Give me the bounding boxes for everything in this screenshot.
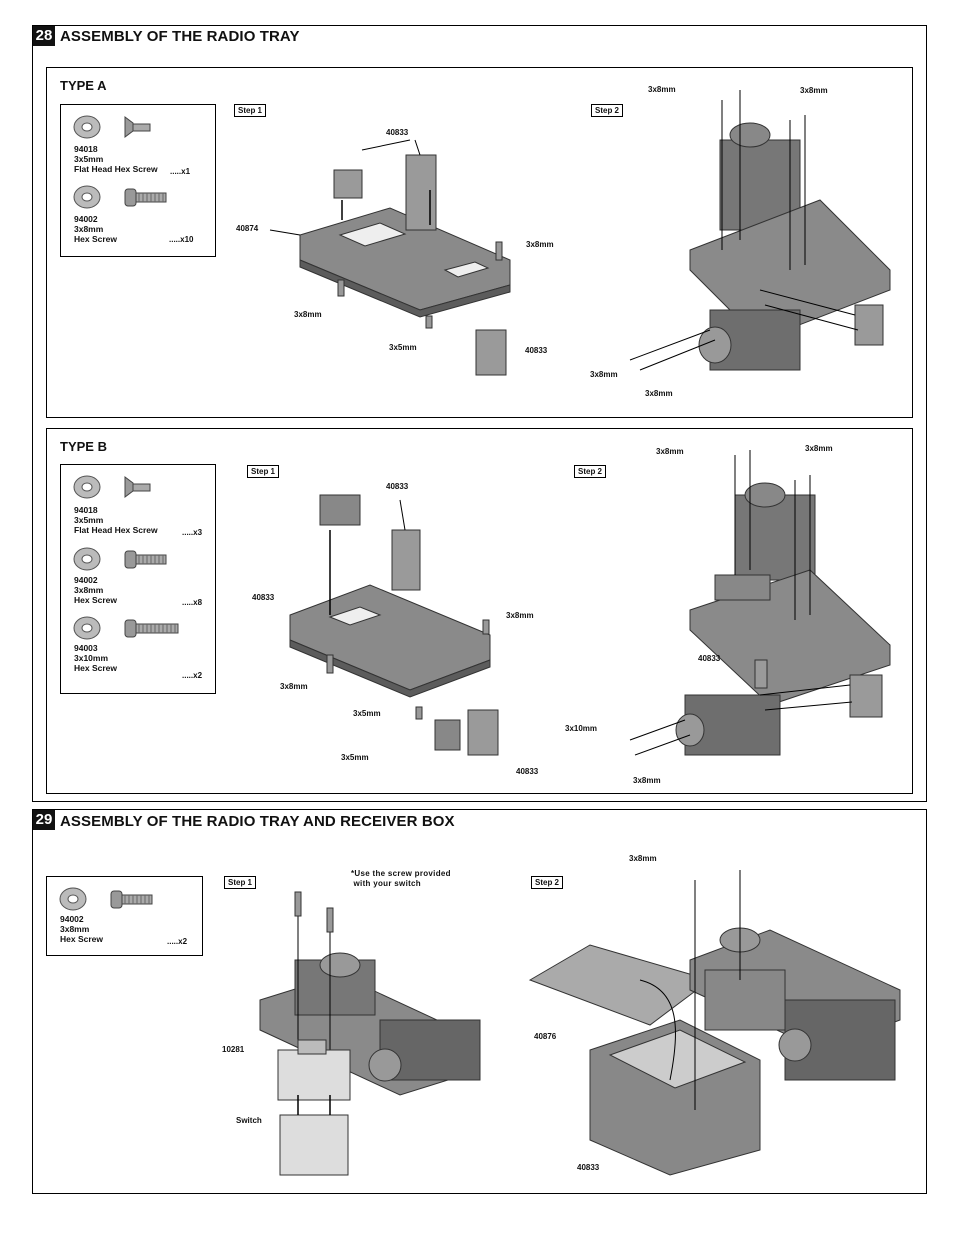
type-a-step1-illustration <box>269 139 511 376</box>
callout: 3x8mm <box>805 444 833 453</box>
type-a-parts-box: 94018 3x5mm Flat Head Hex Screw .....x1 … <box>60 104 216 257</box>
callout: 3x8mm <box>526 240 554 249</box>
type-b-step1-label: Step 1 <box>247 465 280 478</box>
callout: 3x8mm <box>648 85 676 94</box>
callout: 40874 <box>236 224 259 233</box>
type-b-step2-illustration <box>629 450 891 756</box>
callout: 3x8mm <box>629 854 657 863</box>
washer-icon <box>73 115 101 139</box>
washer-icon <box>73 185 101 209</box>
part-code: 94003 <box>74 643 98 653</box>
hex-screw-icon <box>110 890 153 909</box>
part-name: Flat Head Hex Screw <box>74 164 158 174</box>
callout: 40833 <box>525 346 548 355</box>
callout: 3x5mm <box>353 709 381 718</box>
type-a-panel <box>46 67 913 418</box>
part-size: 3x5mm <box>74 515 104 525</box>
hex-screw-icon <box>124 550 167 569</box>
part-code: 94002 <box>74 575 98 585</box>
callout: 3x8mm <box>645 389 673 398</box>
part-size: 3x8mm <box>60 924 90 934</box>
washer-icon <box>73 475 101 499</box>
callout: 40833 <box>386 128 409 137</box>
washer-icon <box>73 616 101 640</box>
sec29-step2-label: Step 2 <box>531 876 564 889</box>
sec29-step1-label: Step 1 <box>224 876 257 889</box>
sec29-step1-illustration <box>259 891 481 1176</box>
section-29-parts-box: 94002 3x8mm Hex Screw .....x2 <box>46 876 203 956</box>
part-name: Hex Screw <box>74 595 117 605</box>
part-code: 94002 <box>74 214 98 224</box>
part-size: 3x8mm <box>74 585 104 595</box>
long-hex-screw-icon <box>124 619 179 638</box>
part-qty: .....x2 <box>167 937 188 946</box>
switch-screw-note: *Use the screw provided with your switch <box>351 869 451 888</box>
callout: 3x8mm <box>633 776 661 785</box>
callout: 10281 <box>222 1045 245 1054</box>
type-b-parts-box: 94018 3x5mm Flat Head Hex Screw .....x3 … <box>60 464 216 694</box>
part-name: Hex Screw <box>74 663 117 673</box>
section-28-number: 28 <box>33 26 55 46</box>
part-size: 3x10mm <box>74 653 109 663</box>
type-b-step2-label: Step 2 <box>574 465 607 478</box>
washer-icon <box>73 547 101 571</box>
washer-icon <box>59 887 87 911</box>
part-qty: .....x10 <box>169 235 194 244</box>
callout: 3x8mm <box>800 86 828 95</box>
part-qty: .....x3 <box>182 528 203 537</box>
type-a-step2-label: Step 2 <box>591 104 624 117</box>
section-29-title: ASSEMBLY OF THE RADIO TRAY AND RECEIVER … <box>60 813 455 830</box>
section-29-number: 29 <box>33 810 55 830</box>
section-28-title: ASSEMBLY OF THE RADIO TRAY <box>60 28 300 45</box>
callout: 40833 <box>516 767 539 776</box>
type-a-label: TYPE A <box>60 78 107 93</box>
hex-screw-icon <box>124 188 167 207</box>
callout: 3x10mm <box>565 724 598 733</box>
callout: 40833 <box>252 593 275 602</box>
callout: 3x8mm <box>280 682 308 691</box>
part-code: 94018 <box>74 144 98 154</box>
callout: 40876 <box>534 1032 557 1041</box>
type-b-label: TYPE B <box>60 439 107 454</box>
flat-head-screw-icon <box>124 476 151 498</box>
type-b-step1-illustration <box>289 494 499 756</box>
part-code: 94018 <box>74 505 98 515</box>
part-size: 3x8mm <box>74 224 104 234</box>
callout: 3x8mm <box>656 447 684 456</box>
part-name: Flat Head Hex Screw <box>74 525 158 535</box>
part-qty: .....x2 <box>182 671 203 680</box>
part-size: 3x5mm <box>74 154 104 164</box>
section-29-frame <box>32 809 927 1194</box>
callout: 3x8mm <box>294 310 322 319</box>
type-a-step1-label: Step 1 <box>234 104 267 117</box>
part-name: Hex Screw <box>60 934 103 944</box>
type-b-panel <box>46 428 913 794</box>
flat-head-screw-icon <box>124 116 151 138</box>
part-qty: .....x8 <box>182 598 203 607</box>
part-code: 94002 <box>60 914 84 924</box>
callout: 40833 <box>698 654 721 663</box>
callout: 3x8mm <box>590 370 618 379</box>
section-28-frame <box>32 25 927 802</box>
callout: Switch <box>236 1116 262 1125</box>
type-a-step2-illustration <box>629 90 891 371</box>
callout: 40833 <box>577 1163 600 1172</box>
callout: 3x5mm <box>341 753 369 762</box>
part-name: Hex Screw <box>74 234 117 244</box>
sec29-step2-illustration <box>528 870 901 1176</box>
part-qty: .....x1 <box>170 167 191 176</box>
callout: 3x8mm <box>506 611 534 620</box>
callout: 3x5mm <box>389 343 417 352</box>
callout: 40833 <box>386 482 409 491</box>
